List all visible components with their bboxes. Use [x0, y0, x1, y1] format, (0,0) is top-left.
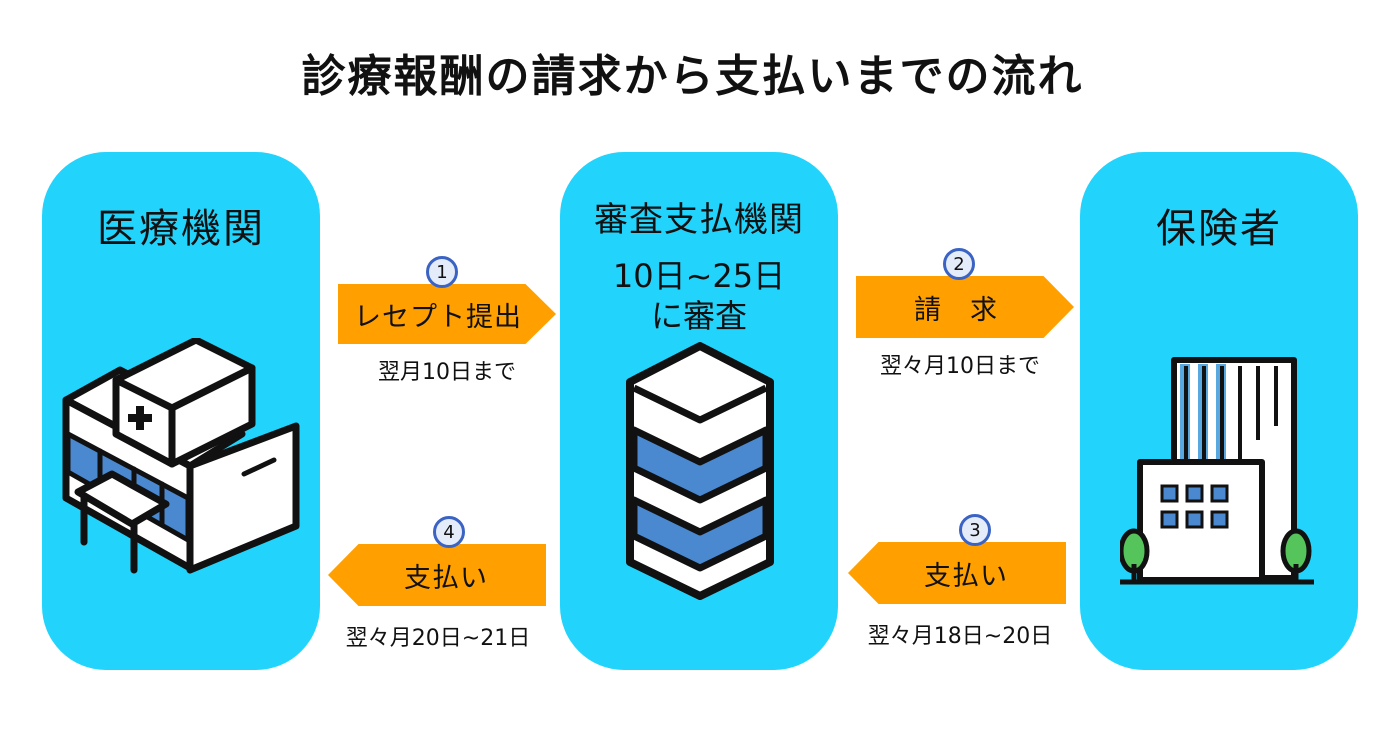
step-1-arrow-shape	[338, 284, 556, 344]
review-period-note: 10日~25日 に審査	[560, 256, 838, 336]
server-stack-icon	[626, 342, 774, 600]
office-building-icon	[1120, 357, 1314, 585]
step-3-arrow: 支払い	[848, 542, 1066, 604]
hospital-icon	[62, 338, 300, 574]
step-2-arrow: 請 求	[856, 276, 1074, 338]
step-4-label: 支払い	[404, 562, 488, 594]
step-2-deadline: 翌々月10日まで	[880, 354, 1040, 379]
review-period-line2: に審査	[650, 297, 747, 335]
step-3-label: 支払い	[924, 560, 1008, 592]
step-4-deadline: 翌々月20日~21日	[345, 626, 531, 651]
step-1-badge: 1	[426, 256, 458, 288]
insurer-title: 保険者	[1156, 206, 1282, 252]
insurer-panel: 保険者	[1080, 152, 1358, 670]
step-1-deadline: 翌月10日まで	[378, 360, 516, 385]
step-2-label: 請 求	[914, 294, 998, 326]
medical-institution-panel: 医療機関	[42, 152, 320, 670]
step-2-arrow-shape	[856, 276, 1074, 338]
step-3-arrow-shape	[848, 542, 1066, 604]
page-title: 診療報酬の請求から支払いまでの流れ	[301, 51, 1084, 102]
step-3-badge: 3	[959, 514, 991, 546]
step-3-deadline: 翌々月18日~20日	[867, 624, 1053, 649]
medical-institution-title: 医療機関	[97, 206, 265, 252]
review-organization-panel: 審査支払機関 10日~25日 に審査	[560, 152, 838, 670]
step-4-badge: 4	[433, 516, 465, 548]
step-1-label: レセプト提出	[354, 301, 522, 333]
step-1-arrow: レセプト提出	[338, 284, 556, 344]
review-organization-title: 審査支払機関	[594, 200, 804, 240]
step-2-badge: 2	[943, 248, 975, 280]
review-period-line1: 10日~25日	[612, 257, 786, 295]
step-4-arrow: 支払い	[328, 544, 546, 606]
step-4-arrow-shape	[328, 544, 546, 606]
